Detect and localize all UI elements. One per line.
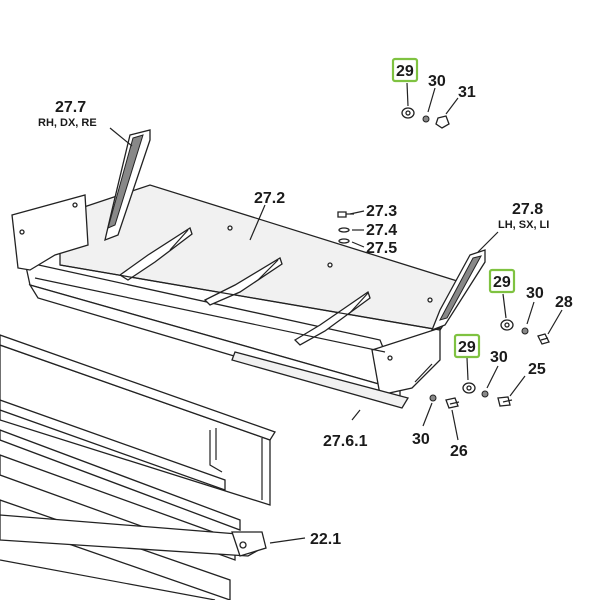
label-25[interactable]: 25 bbox=[528, 361, 546, 378]
label-28[interactable]: 28 bbox=[555, 294, 573, 311]
label-22-1[interactable]: 22.1 bbox=[310, 531, 341, 548]
label-26[interactable]: 26 bbox=[450, 443, 468, 460]
highlight-box-29-mid bbox=[488, 268, 516, 294]
label-30-low[interactable]: 30 bbox=[490, 349, 508, 366]
label-29-low[interactable]: 29 bbox=[458, 339, 476, 356]
leader-lines bbox=[109, 82, 563, 544]
side-panel bbox=[0, 334, 276, 506]
label-27-2[interactable]: 27.2 bbox=[254, 190, 285, 207]
label-29-mid[interactable]: 29 bbox=[493, 274, 511, 291]
label-27-3[interactable]: 27.3 bbox=[366, 203, 397, 220]
label-27-6-1[interactable]: 27.6.1 bbox=[323, 433, 368, 450]
label-27-5[interactable]: 27.5 bbox=[366, 240, 397, 257]
main-frame bbox=[11, 184, 472, 406]
label-27-7[interactable]: 27.7 bbox=[55, 99, 86, 116]
highlight-box-29-low bbox=[453, 333, 481, 359]
label-30-mid[interactable]: 30 bbox=[526, 285, 544, 302]
label-27-8-sub: LH, SX, LI bbox=[498, 219, 549, 231]
label-27-8[interactable]: 27.8 bbox=[512, 201, 543, 218]
brush-left bbox=[430, 249, 486, 332]
hardware bbox=[337, 107, 550, 409]
highlight-box-29-top bbox=[391, 57, 419, 83]
lower-rail bbox=[0, 429, 267, 600]
scraper-strip bbox=[231, 351, 410, 409]
label-30-bottom[interactable]: 30 bbox=[412, 431, 430, 448]
label-30-top[interactable]: 30 bbox=[428, 73, 446, 90]
label-29-top[interactable]: 29 bbox=[396, 63, 414, 80]
brush-right bbox=[104, 129, 151, 242]
label-27-4[interactable]: 27.4 bbox=[366, 222, 397, 239]
label-31[interactable]: 31 bbox=[458, 84, 476, 101]
label-27-7-sub: RH, DX, RE bbox=[38, 117, 97, 129]
